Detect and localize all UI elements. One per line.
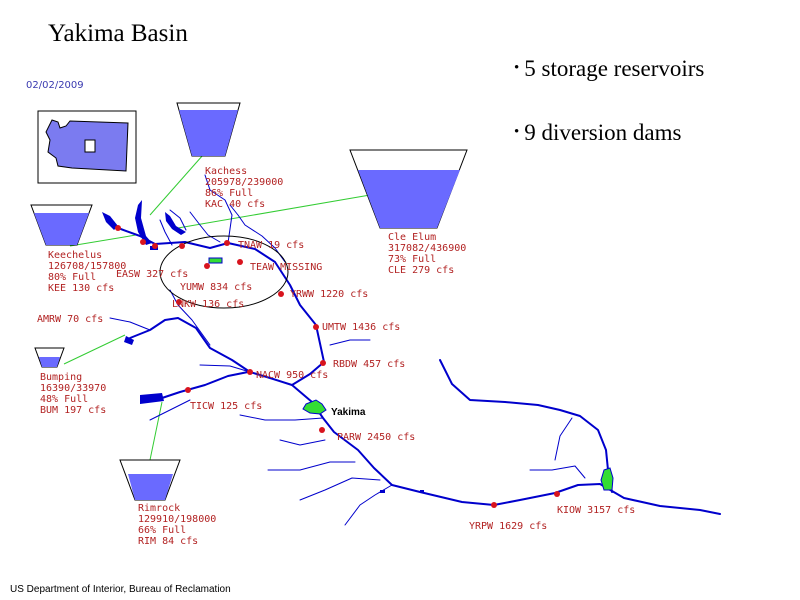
bullet-diversion-dams: •9 diversion dams (514, 120, 681, 146)
rbdw-station-dot (320, 360, 326, 366)
tnaw-station-dot (224, 240, 230, 246)
reservoir-storage: 317082/436900 (388, 243, 467, 254)
washington-inset-map (37, 110, 137, 184)
teaw-station-dot (237, 259, 243, 265)
reservoir-gauge-flow: KEE 130 cfs (48, 283, 115, 294)
reservoir-name: Keechelus (48, 250, 103, 261)
cle-elum-reservoir-gauge (349, 149, 468, 229)
lnkw-station-dot (176, 299, 182, 305)
cle-elum-reservoir-label: Cle Elum 317082/436900 73% Full CLE 279 … (388, 232, 466, 276)
cle-elum-town-marker (208, 257, 223, 264)
bullet-text: 5 storage reservoirs (524, 56, 705, 81)
kee-station-dot (115, 225, 121, 231)
reservoir-storage: 129910/198000 (138, 514, 217, 525)
keechelus-lake (102, 212, 118, 230)
date-stamp: 02/02/2009 (26, 80, 84, 91)
reservoir-gauge-flow: RIM 84 cfs (138, 536, 199, 547)
tnaw-station-label: TNAW 19 cfs (238, 240, 305, 251)
bullet-dot: • (514, 60, 520, 76)
bumping-reservoir-gauge (34, 347, 65, 368)
yakima-city-label: Yakima (331, 407, 366, 418)
reservoir-name: Rimrock (138, 503, 181, 514)
yrpw-station-dot (491, 502, 497, 508)
keechelus-reservoir-gauge (30, 204, 93, 246)
yrww-station-dot (278, 291, 284, 297)
reservoir-storage: 205978/239000 (205, 177, 284, 188)
rimrock-reservoir-gauge (119, 459, 181, 501)
credit-footer: US Department of Interior, Bureau of Rec… (10, 584, 231, 595)
rimrock-lake (140, 393, 164, 404)
reservoir-name: Kachess (205, 166, 248, 177)
yumw-station-dot (204, 263, 210, 269)
easw-station-label: EASW 327 cfs (116, 269, 189, 280)
umtw-station-label: UMTW 1436 cfs (322, 322, 401, 333)
reservoir-gauge-flow: CLE 279 cfs (388, 265, 455, 276)
yakima-city-marker (302, 399, 327, 415)
reservoir-percent-full: 48% Full (40, 394, 89, 405)
ticw-station-label: TICW 125 cfs (190, 401, 263, 412)
yumw-station-label: YUMW 834 cfs (180, 282, 253, 293)
kachess-lake (135, 200, 152, 245)
small-markers (380, 490, 424, 493)
reservoir-percent-full: 86% Full (205, 188, 254, 199)
kiona-area-marker (600, 467, 614, 491)
reservoir-percent-full: 80% Full (48, 272, 97, 283)
reservoir-name: Cle Elum (388, 232, 437, 243)
highlight-ellipse (159, 235, 289, 309)
bullet-storage-reservoirs: •5 storage reservoirs (514, 56, 704, 82)
reservoir-connector-lines (63, 154, 371, 461)
parw-station-label: PARW 2450 cfs (337, 432, 416, 443)
bumping-lake (124, 336, 134, 345)
reservoir-gauge-flow: KAC 40 cfs (205, 199, 266, 210)
nacw-station-label: NACW 950 cfs (256, 370, 329, 381)
bullet-dot: • (514, 124, 520, 140)
rimrock-reservoir-label: Rimrock 129910/198000 66% Full RIM 84 cf… (138, 503, 216, 547)
reservoir-name: Bumping (40, 372, 83, 383)
amrw-station-label: AMRW 70 cfs (37, 314, 104, 325)
keechelus-reservoir-label: Keechelus 126708/157800 80% Full KEE 130… (48, 250, 126, 294)
bullet-text: 9 diversion dams (524, 120, 682, 145)
easw-station-dot (152, 243, 158, 249)
kiow-station-dot (554, 491, 560, 497)
lnkw-station-label: LNKW 136 cfs (172, 299, 245, 310)
kachess-reservoir-gauge (176, 102, 241, 157)
kachess-reservoir-label: Kachess 205978/239000 86% Full KAC 40 cf… (205, 166, 283, 210)
yrww-station-label: YRWW 1220 cfs (290, 289, 369, 300)
reservoir-gauge-flow: BUM 197 cfs (40, 405, 107, 416)
basin-location-box (84, 139, 96, 153)
reservoir-percent-full: 66% Full (138, 525, 187, 536)
ticw-station-dot (185, 387, 191, 393)
teaw-station-label: TEAW MISSING (250, 262, 323, 273)
kac-station-dot (179, 243, 185, 249)
parw-station-dot (319, 427, 325, 433)
umtw-station-dot (313, 324, 319, 330)
bumping-reservoir-label: Bumping 16390/33970 48% Full BUM 197 cfs (40, 372, 106, 416)
yrpw-station-label: YRPW 1629 cfs (469, 521, 548, 532)
nacw-station-dot (247, 369, 253, 375)
page-title: Yakima Basin (48, 20, 188, 47)
cle-elum-lake (165, 212, 186, 235)
kiow-station-label: KIOW 3157 cfs (557, 505, 636, 516)
rbdw-station-label: RBDW 457 cfs (333, 359, 406, 370)
reservoir-storage: 16390/33970 (40, 383, 107, 394)
reservoir-percent-full: 73% Full (388, 254, 437, 265)
gauge-station-dots (115, 225, 560, 508)
reservoir-storage: 126708/157800 (48, 261, 127, 272)
